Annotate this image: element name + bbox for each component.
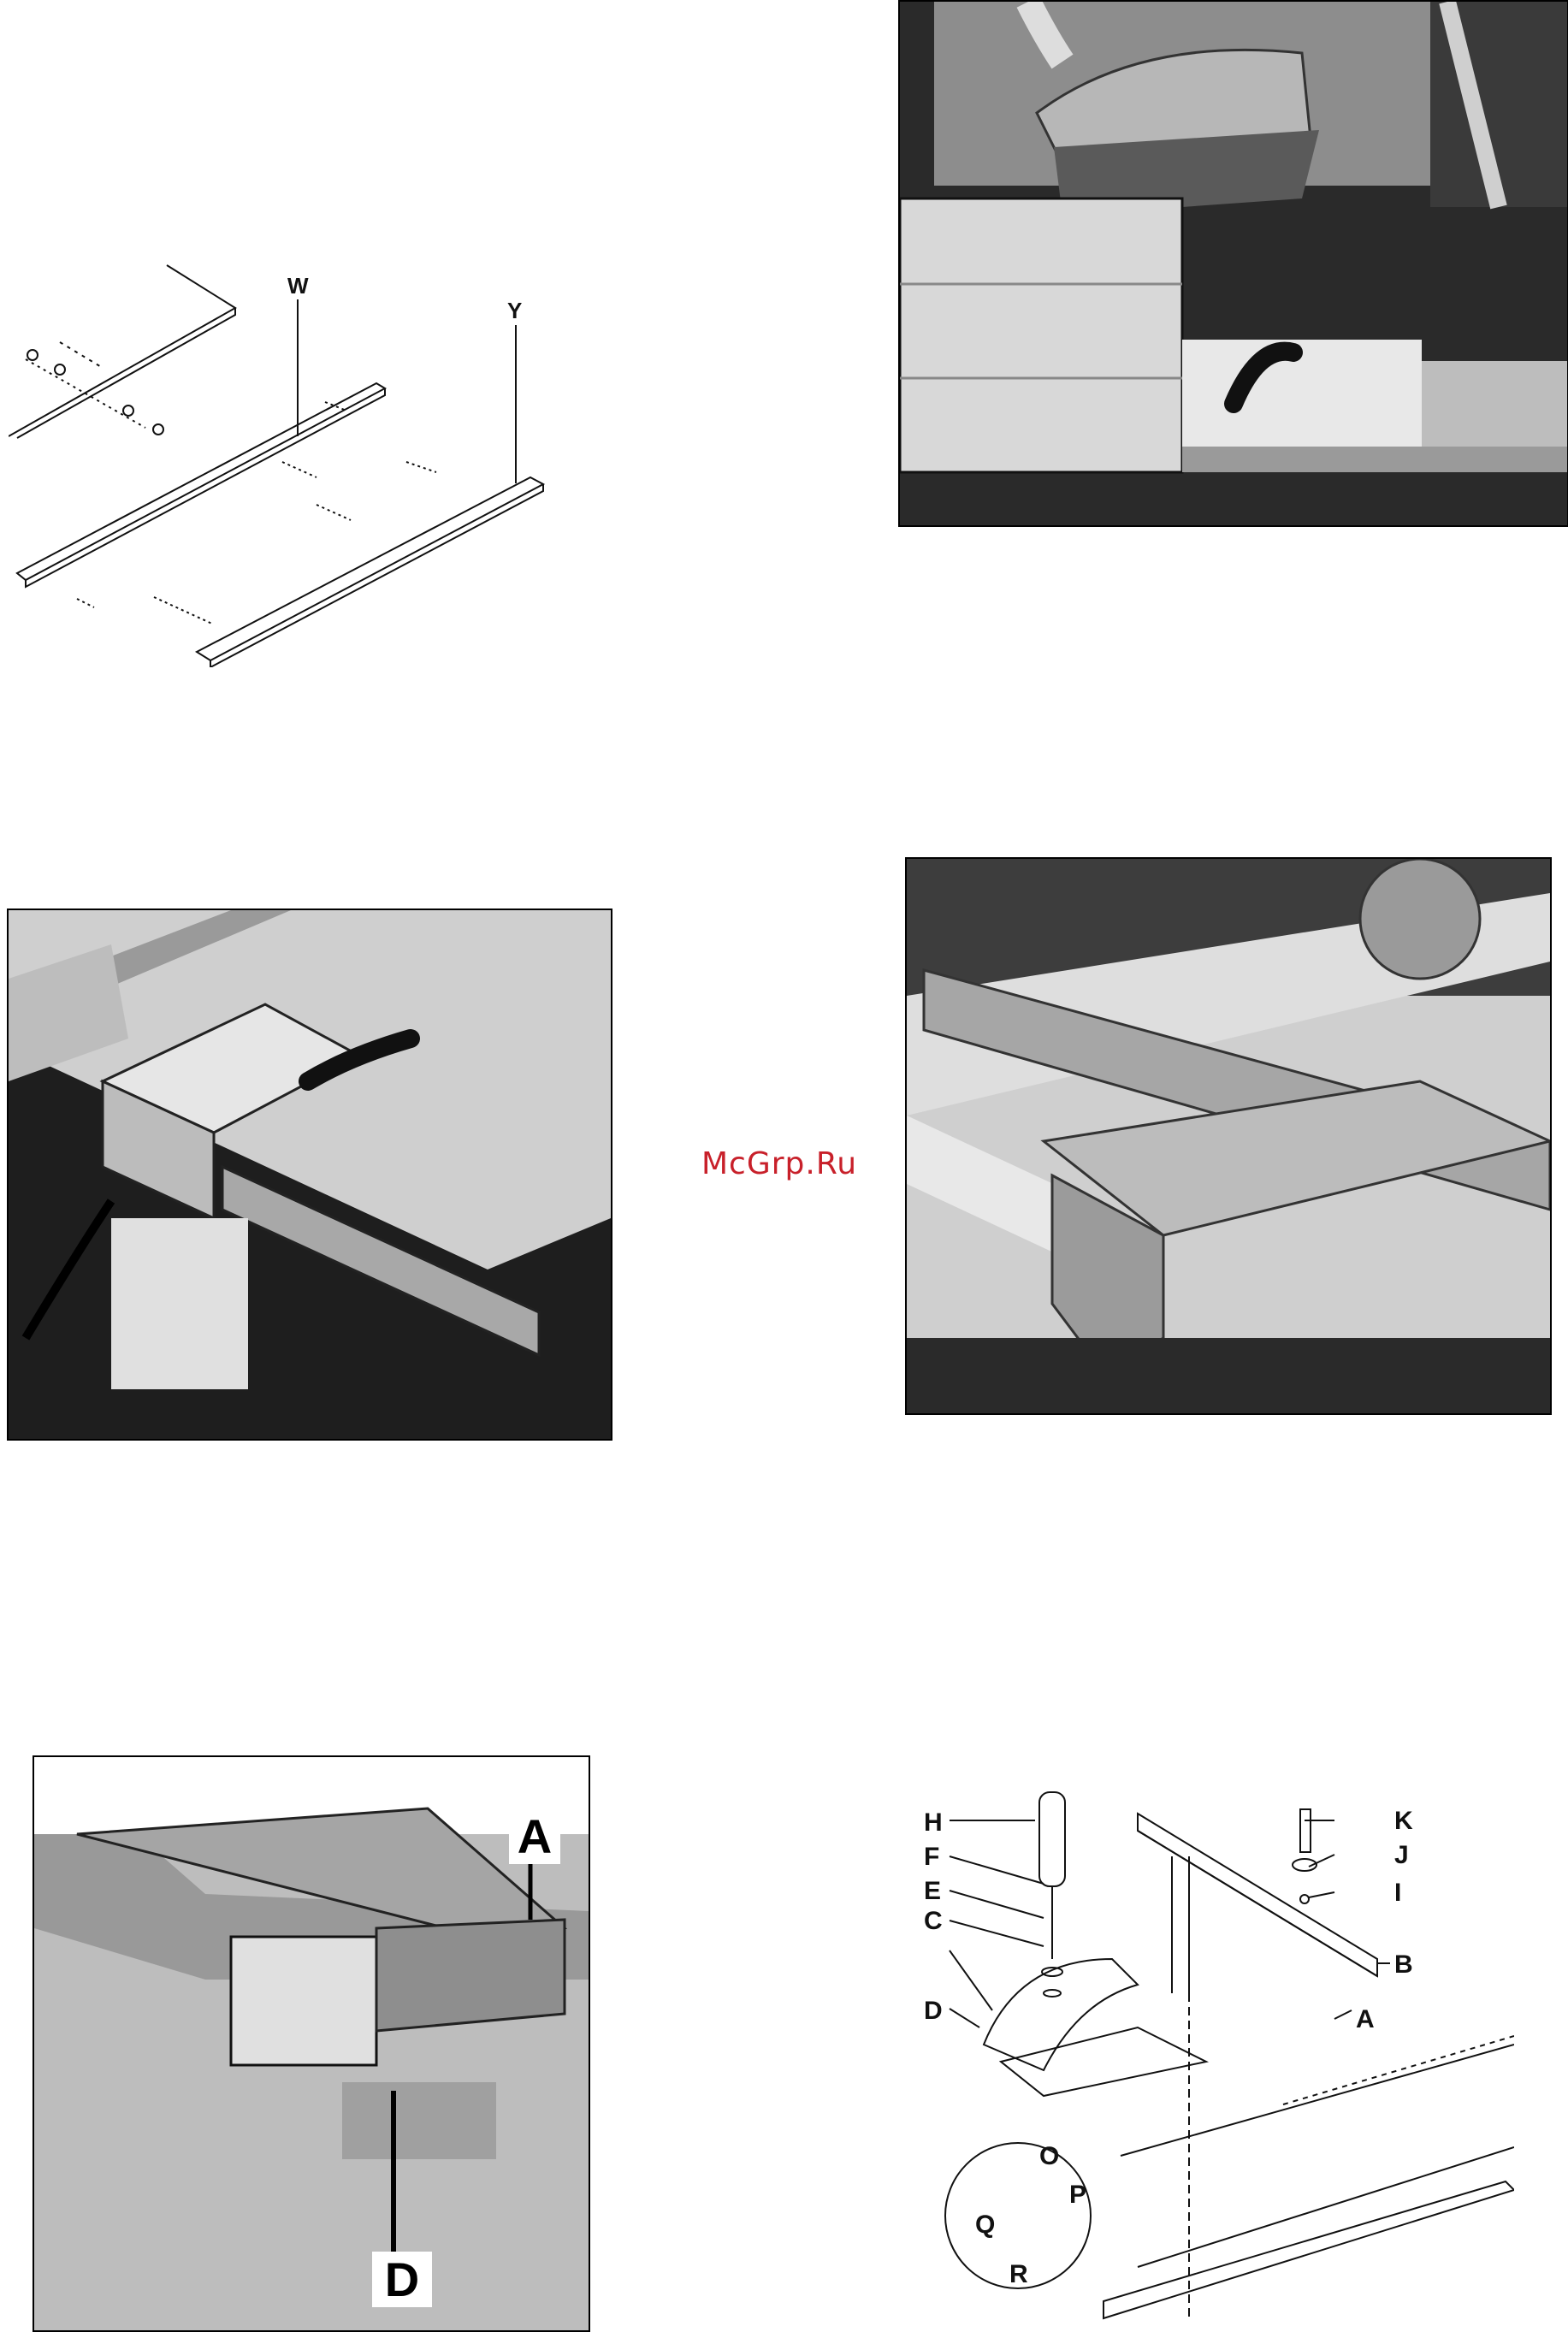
label-w: W <box>287 273 309 299</box>
label-a: A <box>1356 2005 1375 2033</box>
label-f: F <box>924 1843 939 1871</box>
label-b: B <box>1394 1950 1413 1979</box>
label-r: R <box>1009 2260 1028 2288</box>
label-d: D <box>924 1997 943 2025</box>
photo-carriage-rail-section: A D <box>33 1755 590 2332</box>
watermark: McGrp.Ru <box>701 1146 873 1181</box>
label-k: K <box>1394 1807 1413 1835</box>
label-j: J <box>1394 1841 1409 1869</box>
label-a: A <box>509 1808 560 1864</box>
label-d: D <box>372 2252 432 2307</box>
photo-extension-table <box>905 857 1552 1415</box>
label-p: P <box>1069 2181 1086 2209</box>
photo-sliding-carriage <box>7 909 612 1441</box>
photo-saw-blade-guard <box>898 0 1568 527</box>
label-y: Y <box>507 298 522 323</box>
label-q: Q <box>975 2211 995 2239</box>
rails-exploded-diagram: W Y <box>9 240 556 667</box>
label-e: E <box>924 1877 941 1905</box>
mitre-fence-diagram: H F E C D K J I B A O P Q R <box>915 1788 1514 2327</box>
label-i: I <box>1394 1879 1401 1907</box>
label-h: H <box>924 1808 943 1837</box>
label-c: C <box>924 1907 943 1935</box>
label-o: O <box>1039 2142 1059 2170</box>
